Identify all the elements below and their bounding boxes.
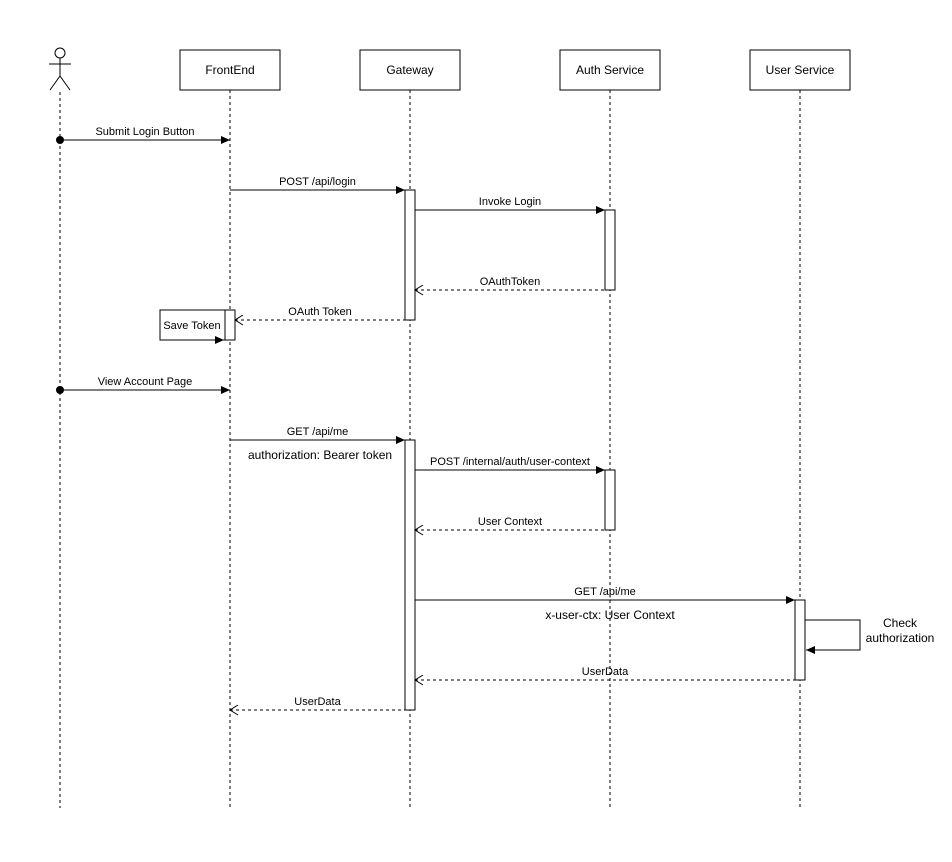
- message-3: Invoke Login: [415, 196, 605, 214]
- found-message-dot: [56, 386, 64, 394]
- participant-gateway-label: Gateway: [386, 63, 433, 77]
- message-11: UserData: [415, 666, 795, 680]
- message-label: Submit Login Button: [95, 126, 194, 138]
- found-message-dot: [56, 136, 64, 144]
- activation-bar: [224, 309, 236, 341]
- message-2: POST /api/login: [230, 176, 405, 194]
- message-label: User Context: [478, 516, 542, 528]
- message-5: OAuth Token: [235, 306, 405, 320]
- message-7: GET /api/me authorization: Bearer token: [230, 426, 405, 462]
- participant-frontend-label: FrontEnd: [205, 63, 254, 77]
- activation-bar: [404, 189, 416, 321]
- message-12: UserData: [230, 696, 405, 710]
- message-label: UserData: [582, 666, 629, 678]
- activation-bar: [604, 469, 616, 531]
- message-label: POST /api/login: [279, 176, 356, 188]
- message-label: OAuth Token: [288, 306, 351, 318]
- message-label: Invoke Login: [479, 196, 541, 208]
- participant-gateway-box: [359, 49, 461, 91]
- activation-bar: [604, 209, 616, 291]
- self-action-save-token: Save Token: [159, 309, 226, 344]
- message-1: Submit Login Button: [56, 126, 230, 144]
- message-4: OAuthToken: [415, 276, 605, 290]
- message-label: View Account Page: [98, 376, 193, 388]
- message-label: POST /internal/auth/user-context: [430, 456, 590, 468]
- participant-auth-label: Auth Service: [576, 63, 644, 77]
- message-label: GET /api/me: [287, 426, 349, 438]
- message-9: User Context: [415, 516, 605, 530]
- message-10: GET /api/me x-user-ctx: User Context: [415, 586, 795, 622]
- message-6: View Account Page: [56, 376, 230, 394]
- message-label: GET /api/me: [574, 586, 636, 598]
- activation-bar: [794, 599, 806, 681]
- message-note: authorization: Bearer token: [248, 448, 392, 462]
- check-authorization-label: Check: [883, 616, 918, 630]
- message-label: OAuthToken: [480, 276, 541, 288]
- activation-bar: [404, 439, 416, 711]
- actor-icon: [49, 47, 71, 91]
- participant-auth-box: [559, 49, 661, 91]
- message-label: UserData: [294, 696, 341, 708]
- participant-usersvc-box: [749, 49, 851, 91]
- check-authorization-label: authorization: [866, 631, 935, 645]
- message-8: POST /internal/auth/user-context: [415, 456, 605, 474]
- save-token-label: Save Token: [163, 320, 220, 332]
- participant-frontend-box: [179, 49, 281, 91]
- participant-usersvc-label: User Service: [766, 63, 835, 77]
- self-loop-arrow: [805, 619, 861, 654]
- message-note: x-user-ctx: User Context: [545, 608, 675, 622]
